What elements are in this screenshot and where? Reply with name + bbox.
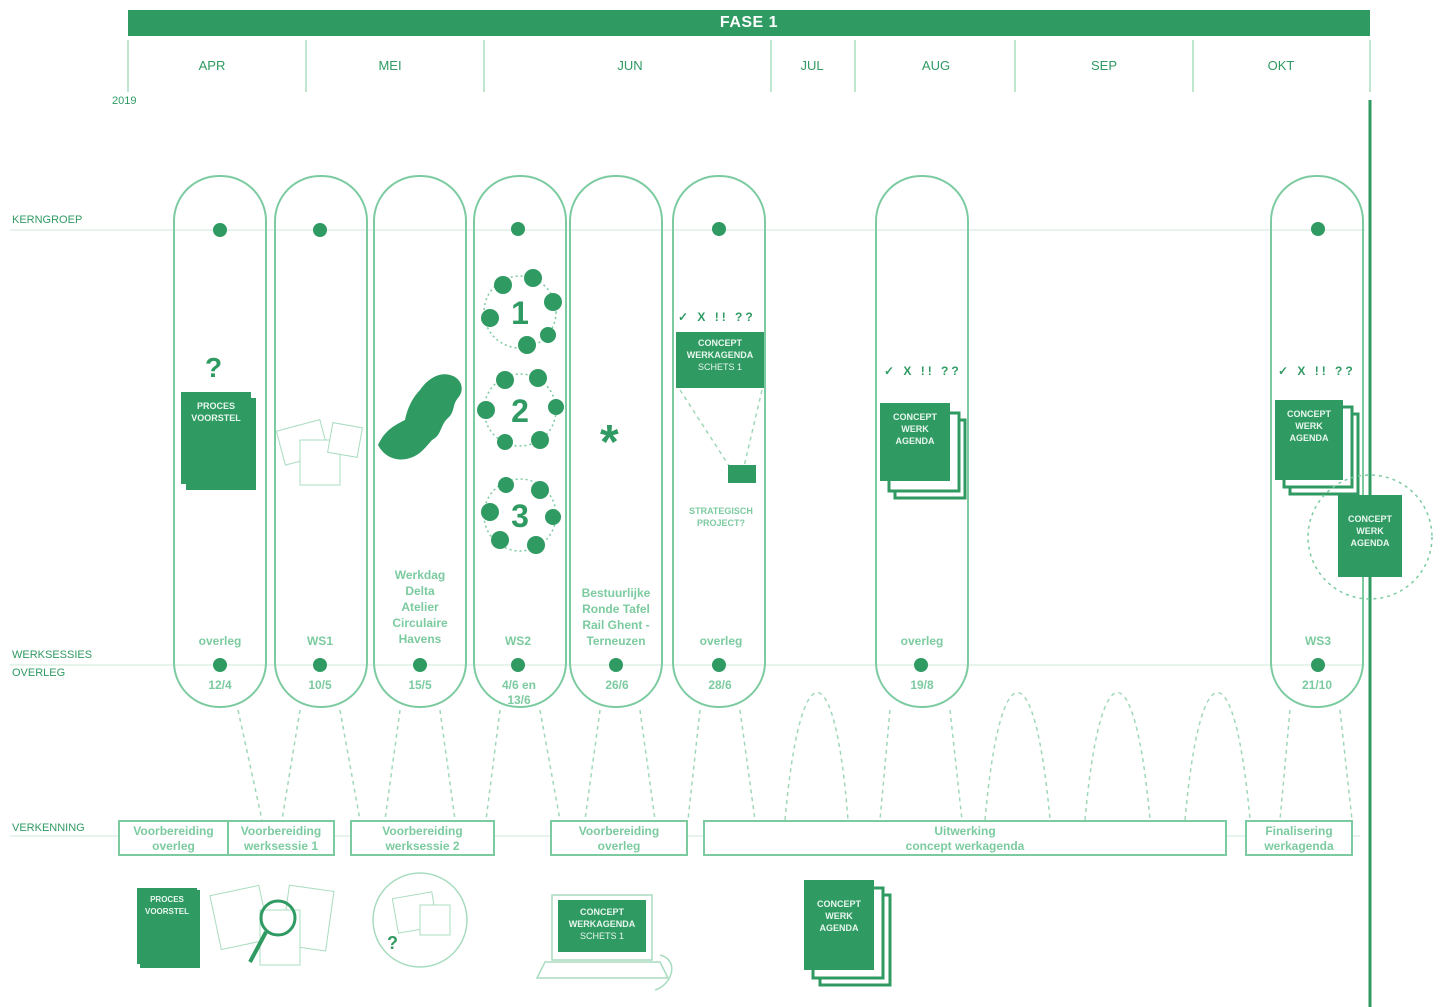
month-jul: JUL — [800, 58, 824, 73]
session-label: WS1 — [306, 634, 333, 648]
ws2-group-circles — [477, 269, 564, 554]
group-circle-icon — [481, 477, 561, 554]
documents-sketch-icon — [275, 419, 363, 486]
session-date: 15/5 — [408, 678, 432, 692]
month-aug: AUG — [921, 58, 951, 73]
session-label: Bestuurlijke Ronde Tafel Rail Ghent - Te… — [581, 586, 651, 648]
session-label: Werkdag Delta Atelier Circulaire Havens — [392, 568, 448, 646]
map-icon — [378, 374, 462, 460]
project-icon — [728, 465, 756, 483]
session-pill — [1270, 175, 1364, 708]
row-label-kerngroep: KERNGROEP — [12, 214, 83, 226]
session-date: 28/6 — [708, 678, 732, 692]
group-circle-icon — [481, 269, 562, 354]
month-sep: SEP — [1090, 58, 1117, 73]
question-icon: ? — [387, 933, 398, 953]
session-pill — [274, 175, 368, 708]
session-label: WS2 — [504, 634, 531, 648]
session-date: 26/6 — [605, 678, 629, 692]
session-pill — [373, 175, 467, 708]
session-label: WS3 — [1304, 634, 1331, 648]
kerngroep-dot — [1311, 222, 1325, 236]
row-label-overleg: OVERLEG — [12, 667, 66, 679]
session-label: overleg — [198, 634, 242, 648]
evaluation-marks: ✓ X !! ?? — [678, 310, 756, 324]
month-okt: OKT — [1267, 58, 1295, 73]
month-mei: MEI — [378, 58, 402, 73]
dashed-connections — [237, 389, 1353, 821]
evaluation-marks: ✓ X !! ?? — [1278, 364, 1356, 378]
session-label: overleg — [699, 634, 743, 648]
question-icon: ? — [205, 352, 223, 383]
group-circle-icon — [477, 369, 564, 450]
row-label-verkenning: VERKENNING — [12, 822, 85, 834]
asterisk-icon: * — [600, 416, 619, 469]
session-pill — [569, 175, 663, 708]
session-pill — [173, 175, 267, 708]
month-jun: JUN — [617, 58, 643, 73]
starburst-icon — [1307, 474, 1433, 600]
magnifier-icon — [248, 899, 297, 963]
session-pill — [672, 175, 766, 708]
session-date: 19/8 — [910, 678, 934, 692]
session-date: 10/5 — [308, 678, 332, 692]
evaluation-marks: ✓ X !! ?? — [884, 364, 962, 378]
circle-sketch-icon — [372, 872, 468, 968]
phase-bar: FASE 1 — [128, 10, 1370, 36]
session-date: 4/6 en 13/6 — [501, 678, 537, 707]
kerngroep-dot — [712, 222, 726, 236]
session-pill — [875, 175, 969, 708]
session-pill — [473, 175, 567, 708]
kerngroep-dot — [313, 223, 327, 237]
month-apr: APR — [198, 58, 226, 73]
year-label: 2019 — [112, 95, 137, 107]
kerngroep-dot — [213, 223, 227, 237]
row-label-werksessies: WERKSESSIES — [12, 649, 93, 661]
session-date: 12/4 — [208, 678, 232, 692]
session-date: 21/10 — [1301, 678, 1333, 692]
kerngroep-dot — [511, 222, 525, 236]
session-label: overleg — [900, 634, 944, 648]
magnifier-sketch-icon — [209, 884, 335, 966]
